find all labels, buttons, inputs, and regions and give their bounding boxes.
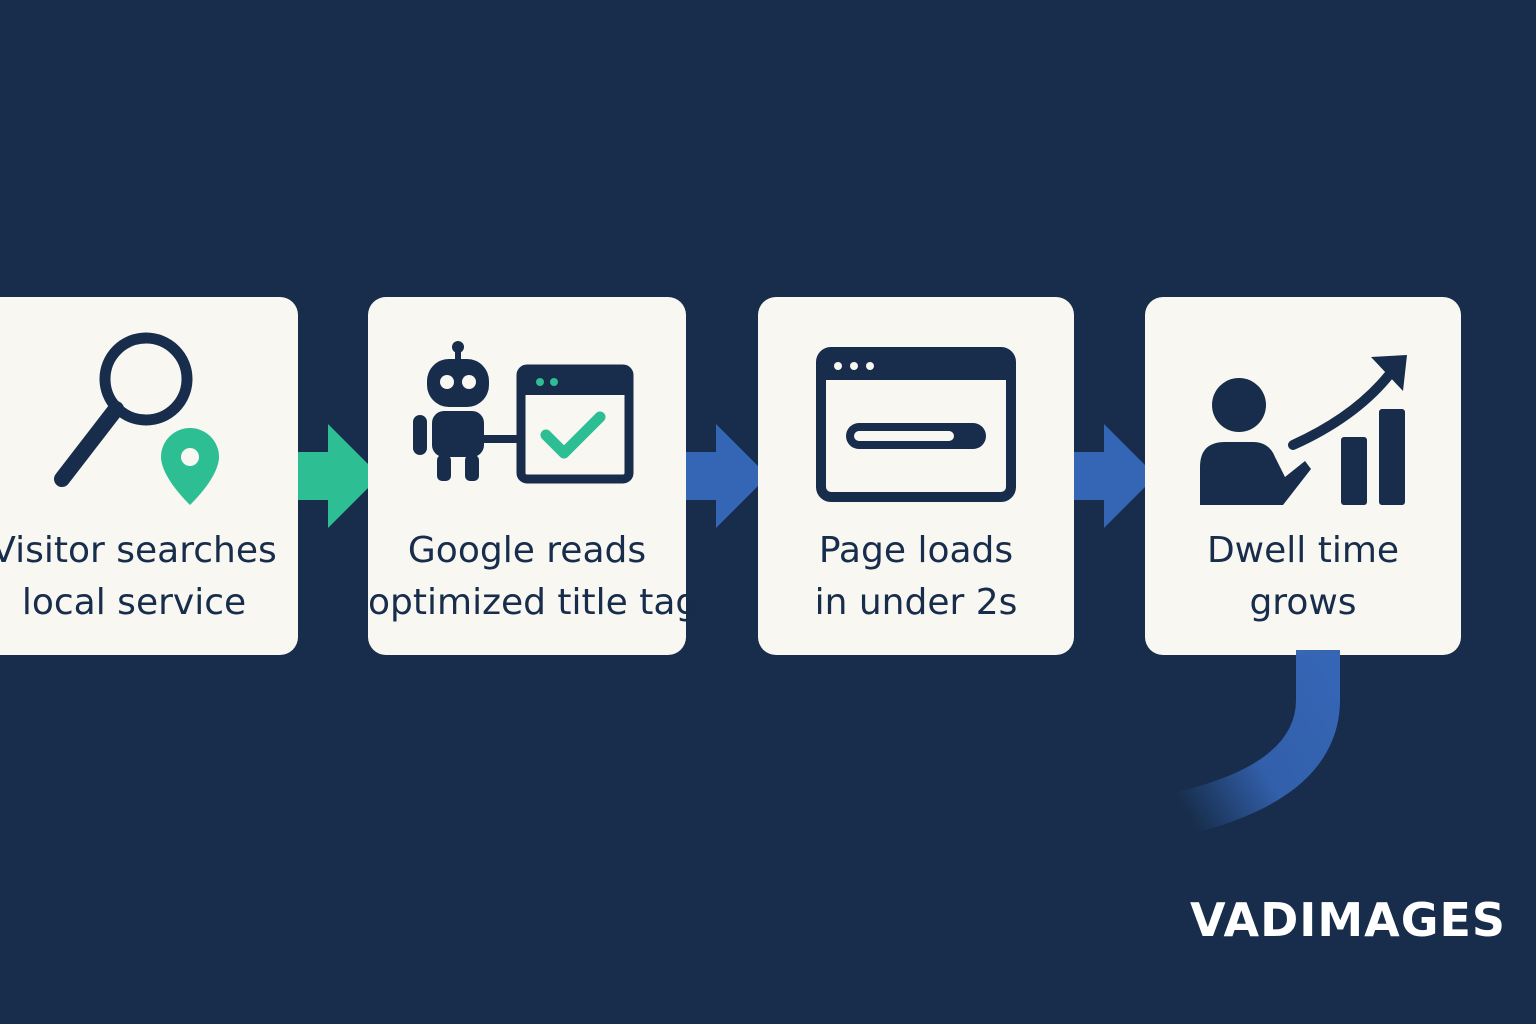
growth-chart-icon — [1288, 355, 1407, 505]
loop-connector-curve — [1146, 650, 1340, 842]
person-icon — [1200, 378, 1311, 505]
browser-loading-icon — [816, 347, 1016, 502]
step-label-line2: optimized title tag — [368, 582, 699, 623]
robot-icon — [413, 341, 524, 481]
step-label-line1: Dwell time — [1206, 530, 1400, 571]
step-card-dwell-time: Dwell time grows — [1145, 297, 1461, 655]
step-card-page-loads: Page loads in under 2s — [758, 297, 1074, 655]
brand-wordmark: VADIMAGES — [1190, 893, 1507, 947]
step-label-line1: Google reads — [407, 530, 647, 571]
step-label-line2: grows — [1249, 582, 1357, 623]
step-label-line2: in under 2s — [814, 582, 1018, 623]
step-label-line1: Page loads — [818, 530, 1014, 571]
connector-arrow-3 — [1074, 424, 1156, 528]
magnifier-icon — [54, 332, 193, 487]
connector-arrow-1 — [298, 424, 380, 528]
location-pin-icon — [161, 428, 219, 505]
step-card-visitor-search: Visitor searches local service — [0, 297, 298, 655]
step-label-line1: Visitor searches — [0, 530, 277, 571]
step-label-line2: local service — [21, 582, 247, 623]
connector-arrow-2 — [686, 424, 768, 528]
browser-check-icon — [516, 364, 634, 484]
step-card-google-reads: Google reads optimized title tag — [368, 297, 699, 655]
